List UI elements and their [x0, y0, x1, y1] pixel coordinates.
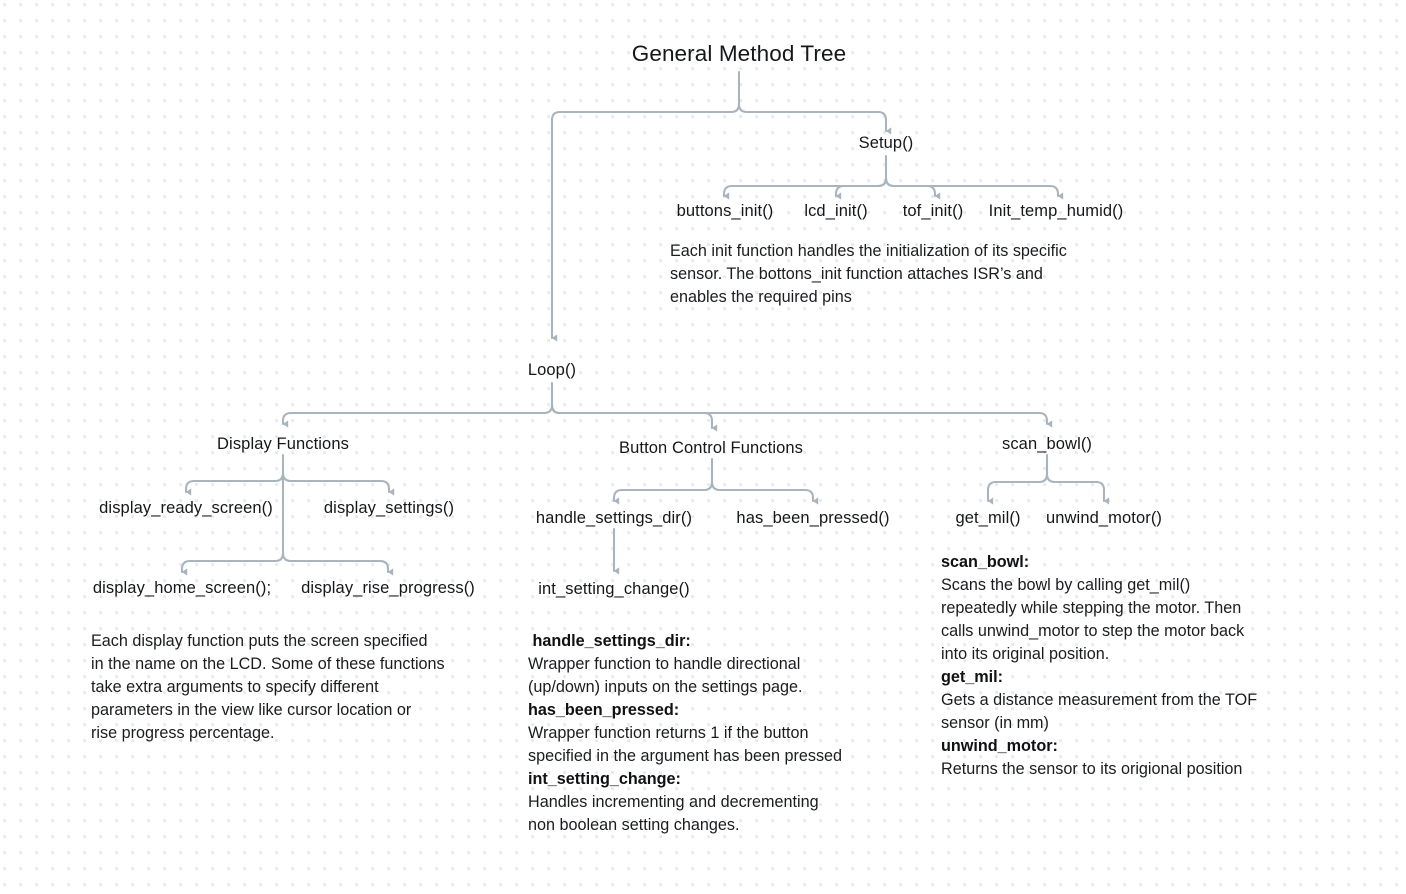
edge-display-ready	[184, 471, 285, 496]
node-buttons-init[interactable]: buttons_init()	[676, 202, 774, 220]
edge-scan-unwind	[1045, 472, 1110, 505]
edge-button-handle	[612, 480, 714, 505]
node-button-control-functions[interactable]: Button Control Functions	[619, 439, 803, 457]
note-button-body-1: Wrapper function to handle directional (…	[528, 655, 803, 696]
note-display-functions: Each display function puts the screen sp…	[91, 632, 445, 742]
note-button-body-3: Handles incrementing and decrementing no…	[528, 793, 819, 834]
edge-loop-scan	[550, 403, 1053, 428]
node-unwind-motor[interactable]: unwind_motor()	[1045, 509, 1163, 527]
diagram-title: General Method Tree	[631, 41, 847, 66]
node-display-settings[interactable]: display_settings()	[323, 499, 455, 517]
note-scan-body-3: Returns the sensor to its origional posi…	[941, 760, 1243, 778]
edge-display-rise	[281, 551, 394, 576]
edge-setup-buttons	[722, 176, 888, 200]
note-button-body-2: Wrapper function returns 1 if the button…	[528, 724, 843, 765]
note-scan-body-1: Scans the bowl by calling get_mil() repe…	[941, 576, 1245, 663]
node-loop[interactable]: Loop()	[527, 361, 577, 379]
node-handle-settings-dir[interactable]: handle_settings_dir()	[535, 509, 693, 527]
edge-loop-button	[550, 403, 718, 432]
edge-scan-getmil	[986, 472, 1049, 505]
note-setup: Each init function handles the initializ…	[670, 242, 1067, 306]
note-button-heading-3: int_setting_change:	[528, 770, 681, 788]
edge-display-settings	[281, 471, 395, 496]
note-scan-heading-1: scan_bowl:	[941, 553, 1030, 571]
note-scan-heading-2: get_mil:	[941, 668, 1004, 686]
node-has-been-pressed[interactable]: has_been_pressed()	[736, 509, 890, 527]
node-display-functions[interactable]: Display Functions	[217, 435, 349, 453]
edge-loop-display	[281, 403, 554, 428]
node-display-home-screen[interactable]: display_home_screen();	[92, 579, 272, 597]
node-display-ready-screen[interactable]: display_ready_screen()	[99, 499, 273, 517]
edge-display-home	[180, 551, 285, 576]
node-lcd-init[interactable]: lcd_init()	[804, 202, 868, 220]
note-scan-bowl: scan_bowl: Scans the bowl by calling get…	[941, 551, 1301, 781]
node-tof-init[interactable]: tof_init()	[902, 202, 964, 220]
note-button-heading-1: handle_settings_dir:	[528, 632, 691, 650]
note-button-control: handle_settings_dir: Wrapper function to…	[528, 630, 918, 837]
edge-button-pressed	[710, 480, 819, 505]
note-button-heading-2: has_been_pressed:	[528, 701, 680, 719]
node-init-temp-humid[interactable]: Init_temp_humid()	[988, 202, 1124, 220]
edge-setup-tof	[884, 176, 941, 200]
note-scan-heading-3: unwind_motor:	[941, 737, 1058, 755]
node-setup[interactable]: Setup()	[858, 134, 914, 152]
note-scan-body-2: Gets a distance measurement from the TOF…	[941, 691, 1258, 732]
edge-setup-lcd	[834, 176, 888, 200]
edge-root-to-setup	[737, 102, 892, 135]
node-display-rise-progress[interactable]: display_rise_progress()	[301, 579, 475, 597]
node-int-setting-change[interactable]: int_setting_change()	[538, 580, 690, 598]
node-get-mil[interactable]: get_mil()	[955, 509, 1021, 527]
node-scan-bowl[interactable]: scan_bowl()	[1001, 435, 1093, 453]
edge-setup-temp	[884, 176, 1064, 200]
